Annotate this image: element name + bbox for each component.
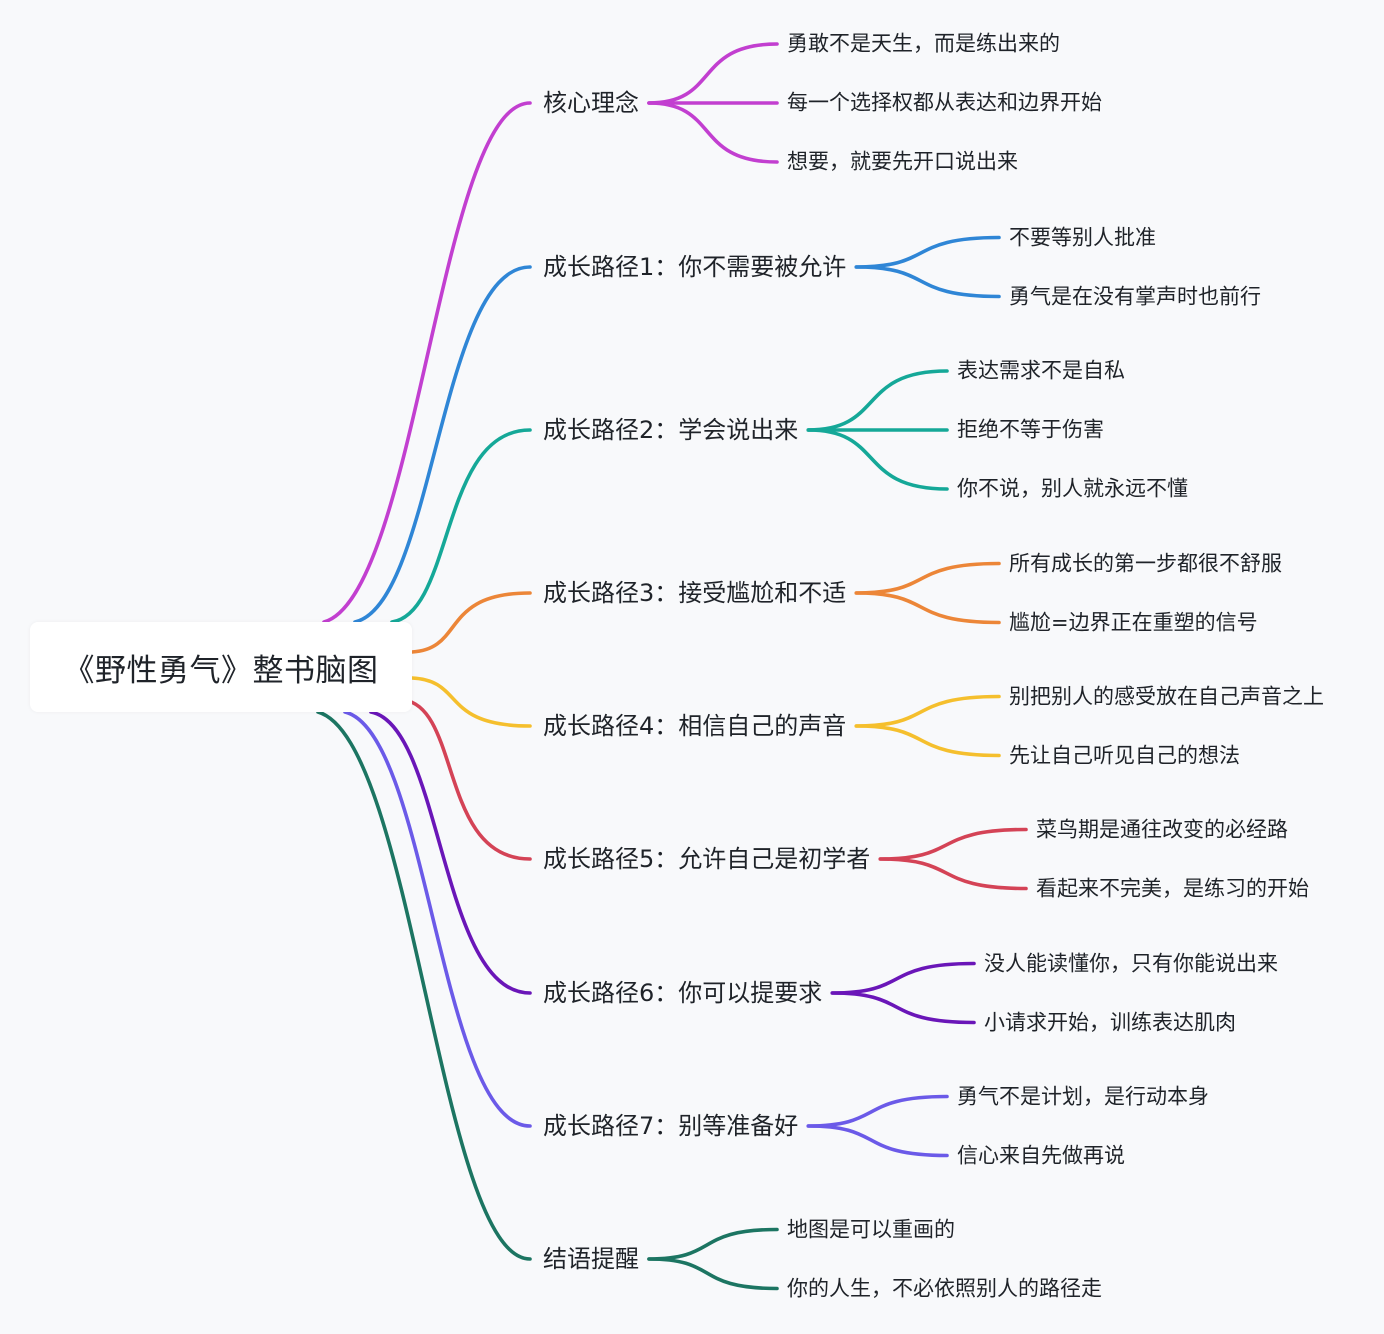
branch-label-4[interactable]: 成长路径3：接受尴尬和不适 [543,579,847,607]
leaf-label-9-2[interactable]: 你的人生，不必依照别人的路径走 [787,1276,1102,1300]
leaf-label-8-1[interactable]: 勇气不是计划，是行动本身 [957,1084,1209,1108]
root-branch-connector-7 [369,710,532,995]
branch-3-leaf-connector-1 [806,369,949,432]
leaf-label-6-2[interactable]: 看起来不完美，是练习的开始 [1036,876,1309,900]
branch-9-leaf-connector-2 [647,1257,779,1291]
branch-6-leaf-connector-1 [878,827,1028,861]
branch-8-leaf-connector-2 [806,1124,949,1158]
leaf-label-4-2[interactable]: 尴尬=边界正在重塑的信号 [1009,610,1258,634]
leaf-label-7-2[interactable]: 小请求开始，训练表达肌肉 [984,1010,1236,1034]
leaf-label-8-2[interactable]: 信心来自先做再说 [957,1143,1125,1167]
leaf-label-5-1[interactable]: 别把别人的感受放在自己声音之上 [1009,684,1324,708]
branch-9-leaf-connector-1 [647,1227,779,1261]
branch-label-9[interactable]: 结语提醒 [543,1245,639,1273]
root-branch-connector-9 [316,710,532,1261]
root-branch-connector-2 [353,265,532,624]
root-branch-connector-3 [390,428,532,624]
branch-3-leaf-connector-3 [806,428,949,491]
branch-label-6[interactable]: 成长路径5：允许自己是初学者 [543,845,871,873]
leaf-label-3-3[interactable]: 你不说，别人就永远不懂 [957,476,1188,501]
leaf-label-3-2[interactable]: 拒绝不等于伤害 [957,417,1104,442]
branch-label-8[interactable]: 成长路径7：别等准备好 [543,1112,799,1140]
leaf-label-3-1[interactable]: 表达需求不是自私 [957,358,1125,383]
branch-4-leaf-connector-1 [854,561,1001,595]
branch-2-leaf-connector-1 [854,235,1001,269]
branch-4-leaf-connector-2 [854,591,1001,625]
branch-5-leaf-connector-1 [854,694,1001,728]
branch-5-leaf-connector-2 [854,724,1001,758]
leaf-label-6-1[interactable]: 菜鸟期是通往改变的必经路 [1036,817,1288,841]
leaf-label-1-1[interactable]: 勇敢不是天生，而是练出来的 [787,31,1060,56]
branch-7-leaf-connector-1 [830,961,976,995]
leaf-label-2-2[interactable]: 勇气是在没有掌声时也前行 [1009,284,1261,308]
leaf-label-1-2[interactable]: 每一个选择权都从表达和边界开始 [787,90,1102,115]
leaf-label-9-1[interactable]: 地图是可以重画的 [787,1217,955,1241]
branch-6-leaf-connector-2 [878,857,1028,891]
branch-label-7[interactable]: 成长路径6：你可以提要求 [543,979,823,1007]
root-branch-connector-4 [410,591,532,654]
leaf-label-1-3[interactable]: 想要，就要先开口说出来 [787,149,1018,174]
branch-label-1[interactable]: 核心理念 [543,89,639,117]
leaf-label-4-1[interactable]: 所有成长的第一步都很不舒服 [1009,551,1282,575]
leaf-label-7-1[interactable]: 没人能读懂你，只有你能说出来 [984,951,1278,975]
branch-2-leaf-connector-2 [854,265,1001,299]
branch-7-leaf-connector-2 [830,991,976,1025]
leaf-label-5-2[interactable]: 先让自己听见自己的想法 [1009,743,1240,767]
root-node[interactable]: 《野性勇气》整书脑图 [30,622,412,712]
root-branch-connector-6 [402,698,532,861]
root-title: 《野性勇气》整书脑图 [63,652,379,689]
branch-8-leaf-connector-1 [806,1094,949,1128]
root-branch-connector-1 [322,101,532,624]
leaf-label-2-1[interactable]: 不要等别人批准 [1009,225,1156,249]
root-branch-connector-8 [343,710,532,1128]
root-branch-connector-5 [410,676,532,728]
branch-label-3[interactable]: 成长路径2：学会说出来 [543,416,799,444]
branch-label-5[interactable]: 成长路径4：相信自己的声音 [543,712,847,740]
branch-label-2[interactable]: 成长路径1：你不需要被允许 [543,253,847,281]
branch-1-leaf-connector-3 [647,101,779,164]
branch-1-leaf-connector-1 [647,42,779,105]
